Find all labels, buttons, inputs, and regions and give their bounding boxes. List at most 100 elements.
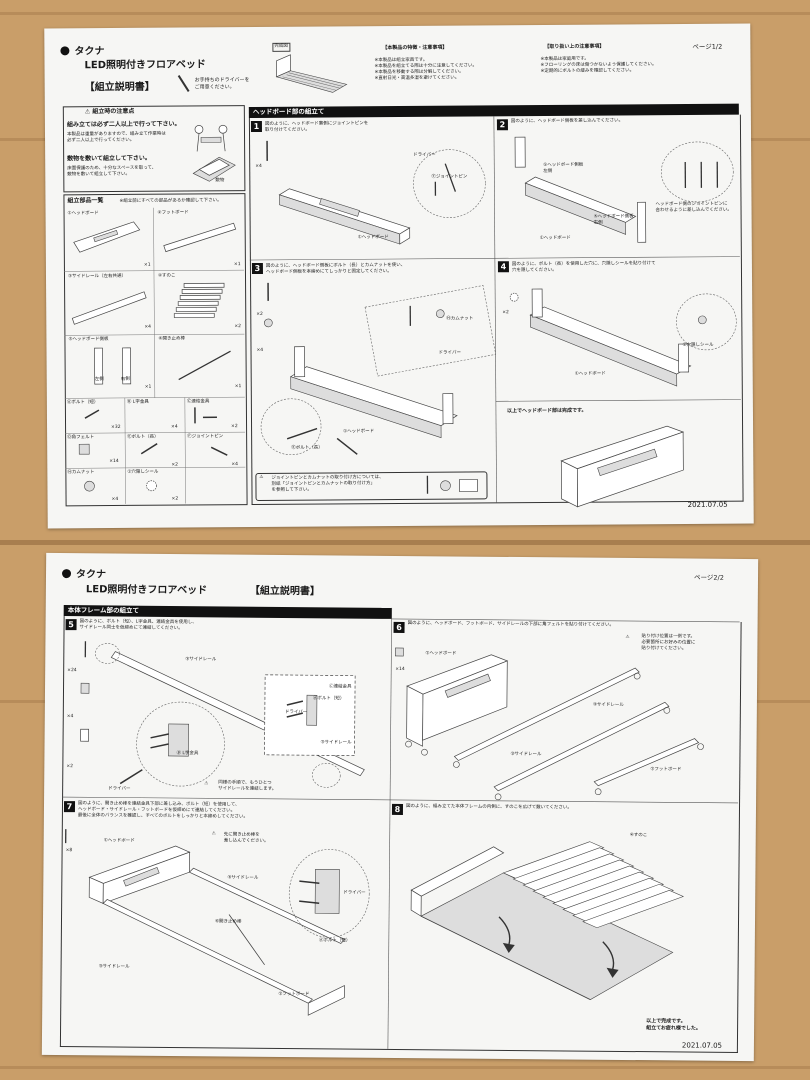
step-4-illustration [509, 288, 737, 387]
step-6-label-rail-a: ③サイドレール [592, 702, 624, 708]
part-footboard: ②フットボード [157, 210, 189, 216]
floor-grain [0, 12, 810, 15]
warning-icon: ⚠ [259, 474, 264, 480]
page-number: ページ2/2 [693, 573, 724, 582]
step-2-number: 2 [496, 119, 508, 131]
step-1-number: 1 [250, 120, 262, 133]
warning-icon: ⚠ [204, 781, 209, 787]
page-number: ページ1/2 [692, 42, 723, 51]
part-slats-qty: ×2 [234, 324, 242, 330]
step-3-text: 図のように、ヘッドボード側板にボルト（長）とカムナットを使い、 ヘッドボード側板… [265, 262, 406, 275]
step-2-label-right-panel: ⑤ヘッドボード側板 右側 [593, 214, 634, 226]
two-people-icon [194, 124, 228, 152]
step-5-qty-a: ×24 [67, 668, 77, 674]
hw-cam-nut: Ⓗカムナット [67, 470, 95, 476]
step-3-label-camnut: Ⓗカムナット [446, 316, 474, 322]
hw-hole-sticker: ①穴隠しシール [127, 469, 159, 475]
step-4-label-headboard: ①ヘッドボード [574, 371, 606, 377]
hw-bolt-long-qty: ×2 [171, 462, 178, 468]
step-7-illustration [65, 829, 370, 1016]
step-7-qty: ×8 [65, 848, 73, 854]
headboard-done: 以上でヘッドボード部は完成です。 [506, 407, 587, 415]
hw-cam-nut-qty: ×4 [111, 496, 119, 503]
headboard-complete-illustration [560, 425, 685, 508]
floor-gap [0, 540, 810, 545]
parts-title: 組立部品一覧 [67, 197, 104, 205]
joint-note-text: ジョイントピンとカムナットの取り付け方については、 別紙「ジョイントピンとカムナ… [271, 475, 384, 494]
mat-label: 敷物 [215, 178, 225, 184]
step-1-label-driver: ドライバー [413, 152, 436, 158]
step-5-label-driver-a: ドライバー [284, 709, 308, 716]
step-4-number: 4 [497, 261, 509, 273]
step-1-text: 図のように、ヘッドボード裏側にジョイントピンを 取り付けてください。 [264, 121, 369, 133]
features-text: ※本製品は組立家具です。 ※本製品を組立てる際は十分に注意してください。 ※本製… [374, 57, 478, 82]
complete-bed-illustration [275, 54, 348, 93]
bullet-icon [61, 569, 72, 579]
hw-joint-pin: Ⓕジョイントピン [187, 434, 224, 440]
done-message: 以上で完成です。 組立てお疲れ様でした。 [646, 1018, 701, 1032]
step-7-label-footboard: ②フットボード [278, 991, 310, 998]
step-8-label-slats: ④すのこ [629, 833, 648, 839]
step-6-label-headboard: ①ヘッドボード [425, 651, 457, 657]
screwdriver-icon [177, 74, 190, 92]
step-5-label-lbracket: Ⓑ L字金具 [176, 751, 199, 757]
step-5-label-bolt: Ⓐボルト（短） [312, 696, 345, 702]
step-8-number: 8 [391, 803, 404, 816]
step-6-illustration [395, 647, 704, 801]
brand-name: タクナ [60, 46, 104, 57]
hw-bolt-long: Ⓔボルト（長） [127, 434, 159, 440]
date: 2021.07.05 [687, 500, 728, 509]
step-4-text: 図のように、ボルト（長）を使用した穴に、穴隠しシールを貼り付けて 穴を隠してくだ… [511, 261, 656, 274]
step-3-label-bolt: Ⓔボルト（長） [291, 445, 323, 451]
step-5-qty-b: ×4 [66, 714, 74, 720]
step-5-label-connector: Ⓒ連結金具 [329, 684, 352, 690]
manual-label: 【組立説明書】 [249, 585, 320, 598]
step-5-illustration [80, 641, 365, 788]
step-7-label-stopper: ⑥開き止め棒 [214, 919, 242, 925]
part-headboard: ①ヘッドボード [67, 211, 99, 217]
hw-connector: Ⓒ連結金具 [186, 399, 210, 405]
step-2-label-note: ヘッドボード側のジョイントピンに 合わせるように差し込んでください。 [655, 201, 732, 214]
step-2-text: 図のように、ヘッドボード側板を差し込んでください。 [510, 118, 624, 125]
step-6-label-rail-b: ③サイドレール [510, 751, 542, 758]
step-8-illustration [410, 841, 685, 1001]
part-side-panel-left: 左側 [94, 377, 104, 383]
step-5-warn: 同様の手順で、もうひとつ サイドレールを連結します。 [218, 780, 277, 792]
step-5-text: 図のように、ボルト（短）、L字金具、連結金具を使用し、 サイドレール同士を仮締め… [79, 619, 197, 632]
precaution-line-2: 敷物を敷いて組立して下さい。 [67, 154, 151, 163]
driver-note: お手持ちのドライバーを ご用意ください。 [194, 77, 250, 90]
part-side-panel-right: 右側 [120, 376, 130, 382]
features-title: 【本製品の特徴・注意事項】 [382, 44, 448, 52]
brand-name: タクナ [61, 569, 106, 580]
part-stopper-bar: ⑥開き止め棒 [158, 336, 185, 342]
hw-l-bracket-qty: ×4 [171, 424, 178, 430]
date: 2021.07.05 [681, 1041, 723, 1050]
parts-grid [63, 207, 246, 504]
step-1-illustration [266, 140, 486, 245]
hw-felt-qty: ×14 [109, 458, 119, 465]
care-title: 【取り扱い上の注意事項】 [544, 43, 605, 50]
product-title: LED照明付きフロアベッド [84, 59, 206, 72]
step-7-label-headboard: ①ヘッドボード [103, 838, 135, 844]
manual-page-2: タクナ LED照明付きフロアベッド 【組立説明書】 ページ2/2 本体フレーム部… [41, 552, 759, 1062]
mat-illustration [192, 156, 236, 182]
care-text: ※本製品は家庭用です。 ※フローリングの床は傷つかないよう保護してください。 ※… [540, 56, 657, 75]
step-3-number: 3 [251, 262, 263, 275]
hw-bolt-short: Ⓐボルト（短） [66, 400, 99, 406]
precaution-desc-1: 本製品は重量がありますので、組み立て作業時は 必ず二人以上で行ってください。 [66, 131, 166, 144]
parts-note: ※組立前にすべての部品があるか確認して下さい。 [119, 198, 222, 204]
manual-label: 【組立説明書】 [84, 81, 155, 94]
step-5-label-driver-b: ドライバー [108, 786, 131, 792]
part-slats: ④すのこ [157, 273, 176, 279]
hw-l-bracket: Ⓑ L字金具 [126, 399, 149, 405]
manual-page-1: タクナ LED照明付きフロアベッド 【組立説明書】 お手持ちのドライバーを ご用… [44, 23, 754, 529]
step-grid [249, 116, 741, 503]
complete-tag: 完成図 [272, 42, 290, 52]
step-3-label-headboard: ①ヘッドボード [343, 429, 375, 435]
step-3-label-driver: ドライバー [438, 350, 461, 356]
hw-bolt-short-qty: ×32 [111, 424, 121, 431]
step-1-label-jointpin: Ⓕジョイントピン [431, 174, 468, 180]
part-side-panel-qty: ×1 [144, 384, 152, 390]
bullet-icon [60, 46, 70, 56]
step-1-label-headboard: ①ヘッドボード [357, 235, 389, 241]
